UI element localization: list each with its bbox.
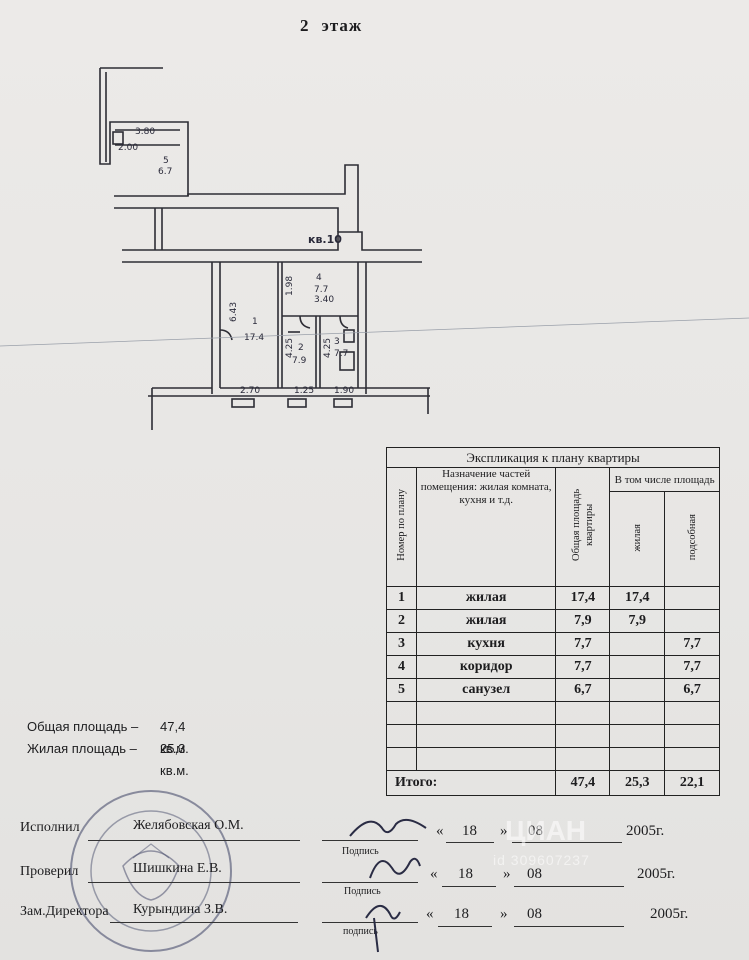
room3-area: 7.7 <box>334 349 348 359</box>
room5-area: 6.7 <box>158 167 172 177</box>
room4-dim: 3.40 <box>314 295 334 305</box>
floor-title: 2 этаж <box>300 16 374 36</box>
area-summary: Общая площадь – 47,4 кв.м. Жилая площадь … <box>27 716 189 778</box>
dim-125: 1.25 <box>294 386 314 396</box>
living-area-summary: 25,3 кв.м. <box>160 741 189 778</box>
signer1-day: 18 <box>462 823 477 839</box>
signer3-month: 08 <box>527 906 542 922</box>
room2-dim-v: 4.25 <box>285 338 295 358</box>
watermark-logo: ЦИАН <box>505 815 587 846</box>
room3-number: 3 <box>334 337 340 347</box>
room4-area: 7.7 <box>314 285 328 295</box>
signer2-sign-label: Подпись <box>344 886 381 897</box>
table-row-empty <box>386 701 720 725</box>
room1-dim-h: 2.70 <box>240 386 260 396</box>
signer1-role: Исполнил <box>20 820 80 835</box>
total-label: Итого: <box>385 770 557 796</box>
room1-number: 1 <box>252 317 258 327</box>
header-total-area: Общая площадь квартиры <box>570 488 595 562</box>
room5-dim1: 2.00 <box>118 143 138 153</box>
signer3-name: Курындина З.В. <box>133 902 228 917</box>
signer3-year: 2005г. <box>650 906 689 922</box>
kv-label: кв.10 <box>308 233 342 246</box>
signer1-name: Желябовская О.М. <box>133 818 244 833</box>
handwritten-signatures <box>349 818 427 953</box>
signer1-year: 2005г. <box>626 823 665 839</box>
signer2-year: 2005г. <box>637 866 676 882</box>
signer3-role: Зам.Директора <box>20 904 109 919</box>
total-aux-value: 22,1 <box>664 770 720 796</box>
table-row: 1 жилая 17,4 17,4 <box>386 586 720 610</box>
table-row-empty <box>386 747 720 771</box>
signer3-sign-label: подпись <box>343 926 378 937</box>
living-area-label: Жилая площадь – <box>27 741 137 756</box>
room1-area: 17.4 <box>244 333 264 343</box>
signer2-month: 08 <box>527 866 542 882</box>
signer2-day: 18 <box>458 866 473 882</box>
header-purpose: Назначение частей помещения: жилая комна… <box>415 467 557 587</box>
header-incl: В том числе площадь <box>609 467 720 492</box>
watermark-id: id 309607237 <box>493 852 590 868</box>
table-row: 3 кухня 7,7 7,7 <box>386 632 720 656</box>
room4-dim2: 1.98 <box>285 276 295 296</box>
room2-number: 2 <box>298 343 304 353</box>
table-row: 4 коридор 7,7 7,7 <box>386 655 720 679</box>
table-row: 2 жилая 7,9 7,9 <box>386 609 720 633</box>
room3-dim-v: 4.25 <box>323 338 333 358</box>
total-living-value: 25,3 <box>609 770 666 796</box>
explication-title: Экспликация к плану квартиры <box>386 447 720 468</box>
room2-area: 7.9 <box>292 356 307 366</box>
floor-plan: 2.00 3.80 5 6.7 кв.10 4 7.7 3.40 1.98 1 … <box>0 67 749 430</box>
explication-table: Экспликация к плану квартиры Номер по пл… <box>385 447 720 796</box>
room1-dim-v: 6.43 <box>229 302 239 322</box>
round-seal-stamp <box>70 790 232 952</box>
table-row-empty <box>386 724 720 748</box>
signer1-sign-label: Подпись <box>342 846 379 857</box>
room5-dim2: 3.80 <box>135 127 155 137</box>
signer1-month: 08 <box>528 823 543 839</box>
header-number: Номер по плану <box>395 489 407 561</box>
total-area-summary: 47,4 кв.м. <box>160 719 189 756</box>
table-row: 5 санузел 6,7 6,7 <box>386 678 720 702</box>
header-auxiliary: подсобная <box>686 514 698 561</box>
total-area-value: 47,4 <box>555 770 611 796</box>
total-area-label: Общая площадь – <box>27 719 139 734</box>
dim-190: 1.90 <box>334 386 354 396</box>
floor-number: 2 <box>300 16 310 35</box>
room4-number: 4 <box>316 273 322 283</box>
signer3-day: 18 <box>454 906 469 922</box>
signer2-role: Проверил <box>20 864 79 879</box>
header-living: жилая <box>631 523 643 552</box>
signer2-name: Шишкина Е.В. <box>133 861 222 876</box>
table-total-row: Итого: 47,4 25,3 22,1 <box>385 770 720 796</box>
room5-number: 5 <box>163 156 169 166</box>
floor-label: этаж <box>321 16 363 35</box>
